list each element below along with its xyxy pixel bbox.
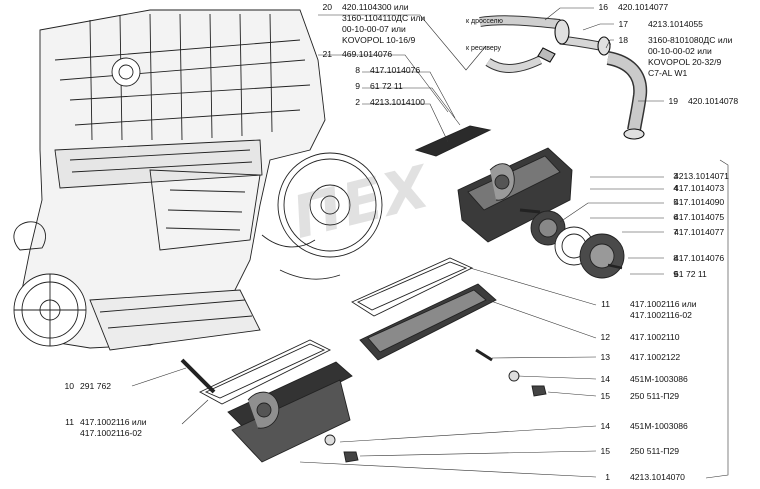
part-code: 417.1014075	[674, 212, 725, 222]
part-code: 3160-8101080ДС или	[648, 35, 733, 45]
part-code: 61 72 11	[674, 269, 707, 279]
callout-number: 1	[605, 472, 610, 482]
part-code: KOVOPOL 20-32/9	[648, 57, 722, 67]
part-code: 420.1104300 или	[342, 2, 409, 12]
callout-number: 8	[355, 65, 360, 75]
callout-number: 11	[65, 417, 74, 427]
callout-number: 4	[673, 183, 678, 193]
engine-block	[13, 9, 383, 351]
annotation-to-receiver: к ресиверу	[466, 45, 502, 52]
part-code: 417.1002116-02	[80, 428, 142, 438]
part-code: KOVOPOL 10-16/9	[342, 35, 416, 45]
callout-number: 13	[600, 352, 610, 362]
side-covers	[180, 257, 547, 463]
part-code: C7-AL W1	[648, 68, 688, 78]
part-code: 451М-1003086	[630, 421, 688, 431]
part-code: 4213.1014071	[674, 171, 729, 181]
callout-number: 10	[64, 381, 74, 391]
part-code: 420.1014077	[618, 2, 669, 12]
callout-number: 16	[598, 2, 608, 12]
annotation-to-throttle: к дросселю	[466, 18, 503, 25]
callout-number: 9	[673, 269, 678, 279]
part-code: 61 72 11	[370, 81, 403, 91]
callout-number: 11	[601, 299, 610, 309]
part-code: 420.1014078	[688, 96, 739, 106]
part-code: 417.1002116 или	[630, 299, 697, 309]
callout-number: 15	[600, 446, 610, 456]
part-code: 4213.1014100	[370, 97, 425, 107]
callout-number: 5	[673, 197, 678, 207]
part-code: 4213.1014055	[648, 19, 703, 29]
part-code: 00-10-00-07 или	[342, 24, 406, 34]
part-code: 417.1014076	[674, 253, 725, 263]
part-code: 417.1002116 или	[80, 417, 147, 427]
callout-number: 17	[618, 19, 628, 29]
callout-number: 8	[673, 253, 678, 263]
oil-separator	[414, 125, 625, 279]
part-code: 417.1002110	[630, 332, 680, 342]
callout-number: 14	[600, 421, 610, 431]
part-code: 417.1014076	[370, 65, 421, 75]
part-code: 250 511-П29	[630, 391, 680, 401]
callout-number: 14	[600, 374, 610, 384]
part-code: 417.1014077	[674, 227, 725, 237]
part-code: 417.1002122	[630, 352, 681, 362]
callout-number: 6	[673, 212, 678, 222]
part-code: 00-10-00-02 или	[648, 46, 712, 56]
part-code: 469.1014076	[342, 49, 393, 59]
breather-hoses	[479, 15, 648, 140]
callout-number: 2	[355, 97, 360, 107]
callout-number: 20	[322, 2, 332, 12]
part-code: 417.1002116-02	[630, 310, 692, 320]
part-code: 250 511-П29	[630, 446, 680, 456]
callout-number: 19	[668, 96, 678, 106]
part-code: 417.1014073	[674, 183, 725, 193]
callout-number: 12	[600, 332, 610, 342]
part-code: 3160-1104110ДС или	[342, 13, 426, 23]
callout-number: 3	[673, 171, 678, 181]
part-code: 417.1014090	[674, 197, 725, 207]
callout-number: 21	[322, 49, 332, 59]
callout-number: 7	[673, 227, 678, 237]
part-code: 4213.1014070	[630, 472, 685, 482]
callout-number: 15	[600, 391, 610, 401]
part-code: 291 762	[80, 381, 112, 391]
leader-lines	[131, 7, 729, 479]
callout-number: 9	[355, 81, 360, 91]
part-code: 451М-1003086	[630, 374, 688, 384]
callout-number: 18	[618, 35, 628, 45]
